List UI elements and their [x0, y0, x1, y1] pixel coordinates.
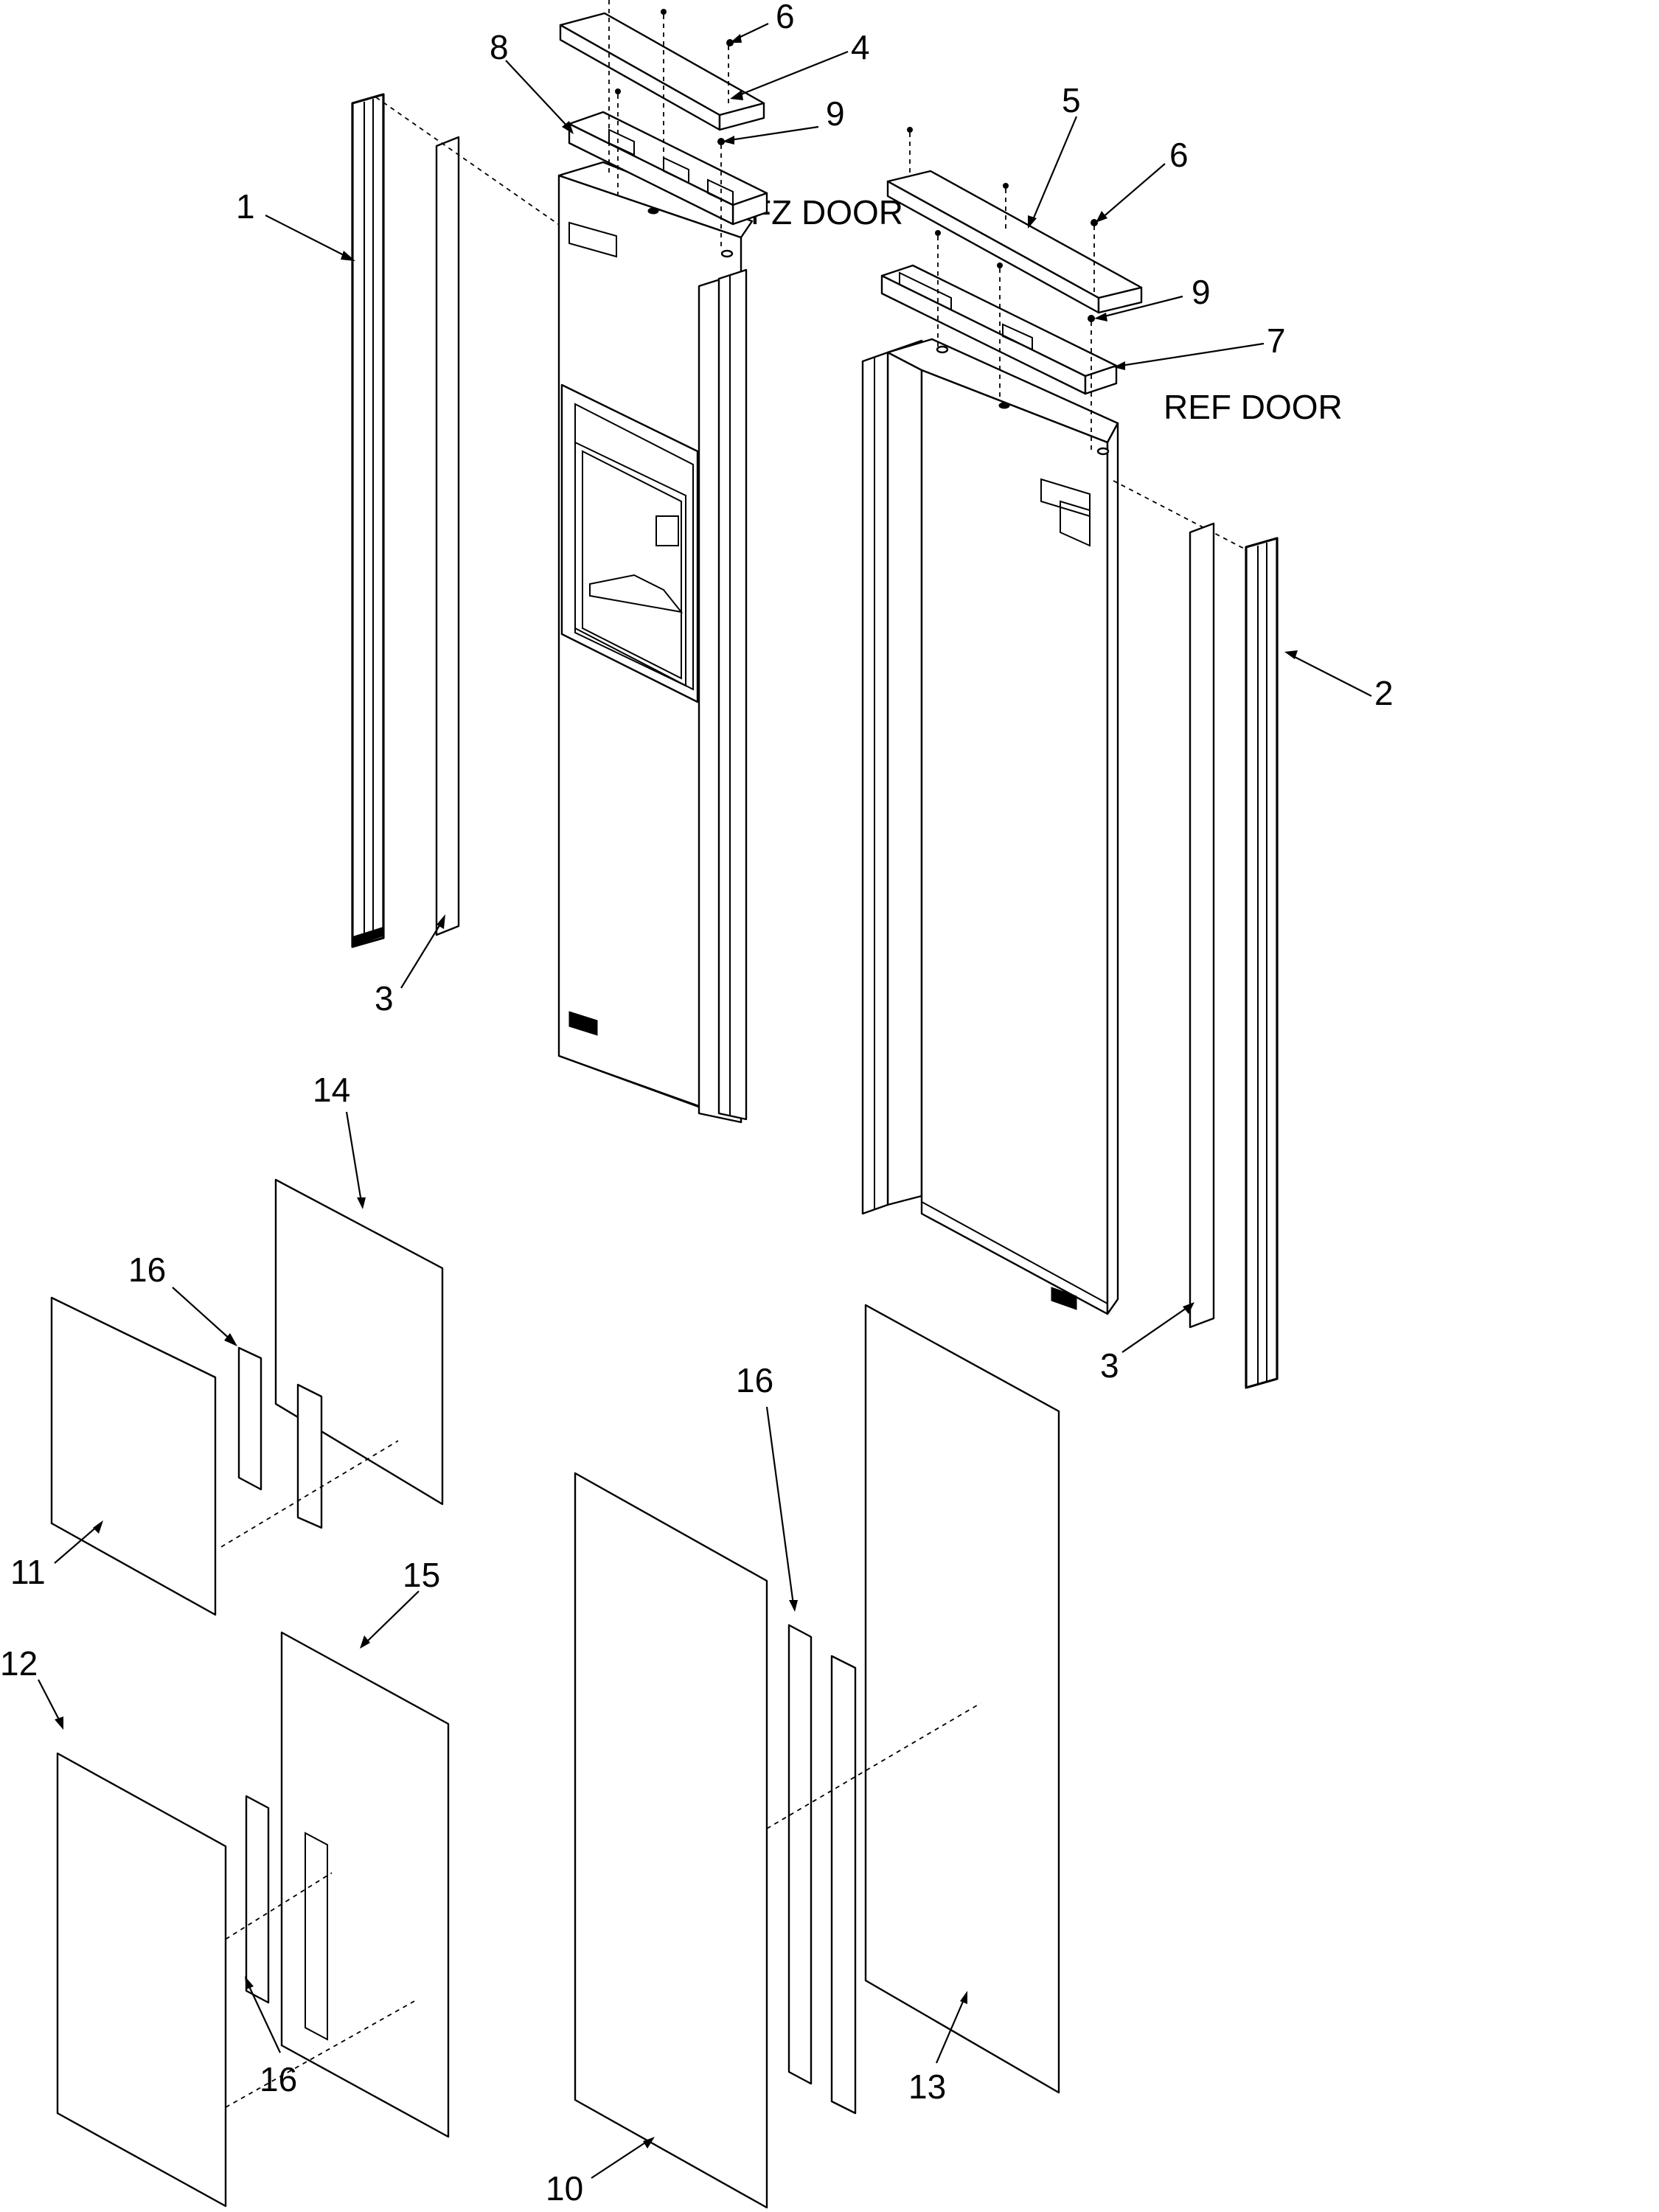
alignment-line-ref	[1113, 480, 1267, 561]
ref-door-label: REF DOOR	[1164, 388, 1343, 426]
callout-16-upper-left: 16	[128, 1251, 166, 1289]
part-5-top-cap	[886, 170, 1143, 314]
part-16-strip-upper-mid	[296, 1383, 323, 1529]
part-8-handle-base	[568, 111, 768, 226]
callout-3-right: 3	[1100, 1346, 1119, 1385]
callout-3-left: 3	[375, 979, 394, 1018]
callout-9-ref: 9	[1192, 273, 1211, 311]
screws-fz	[608, 0, 734, 251]
fz-door-label: FZ DOOR	[751, 193, 903, 232]
callout-6-ref: 6	[1169, 136, 1189, 174]
ref-door	[861, 338, 1119, 1315]
part-1-trim-left	[351, 93, 385, 948]
fz-door	[557, 161, 754, 1124]
alignment-line	[375, 97, 576, 237]
part-4-top-cap	[559, 12, 765, 131]
callout-15: 15	[403, 1556, 440, 1594]
callout-13: 13	[908, 2067, 946, 2106]
callout-14: 14	[313, 1071, 350, 1109]
callout-16-middle: 16	[736, 1361, 773, 1399]
part-16-strip-upper-left	[237, 1346, 262, 1491]
part-16-strip-lower-right	[787, 1624, 857, 2115]
part-2-trim-right	[1245, 537, 1279, 1389]
part-7-handle-base	[880, 264, 1118, 395]
callout-9-fz: 9	[826, 94, 845, 133]
callout-16-lower: 16	[260, 2060, 297, 2098]
part-10-panel	[574, 1472, 768, 2209]
leader-lines	[38, 23, 1372, 2179]
callout-12: 12	[0, 1644, 38, 1683]
part-12-panel	[56, 1752, 227, 2208]
screws-ref	[907, 127, 1098, 450]
callout-2: 2	[1374, 674, 1394, 712]
part-15-panel	[280, 1631, 450, 2138]
part-13-panel	[864, 1304, 1060, 2094]
callout-7: 7	[1267, 321, 1286, 360]
callout-8: 8	[490, 28, 509, 66]
part-3-strip-left	[435, 136, 460, 936]
callout-10: 10	[546, 2169, 583, 2208]
part-16-strip-lower-left	[245, 1795, 270, 2004]
callout-6-fz: 6	[776, 0, 795, 35]
callout-5: 5	[1062, 81, 1081, 119]
part-11-panel	[50, 1296, 217, 1616]
callout-4: 4	[851, 28, 870, 66]
part-3-strip-right	[1189, 522, 1215, 1329]
callout-11: 11	[10, 1553, 46, 1591]
callout-1: 1	[236, 187, 255, 226]
